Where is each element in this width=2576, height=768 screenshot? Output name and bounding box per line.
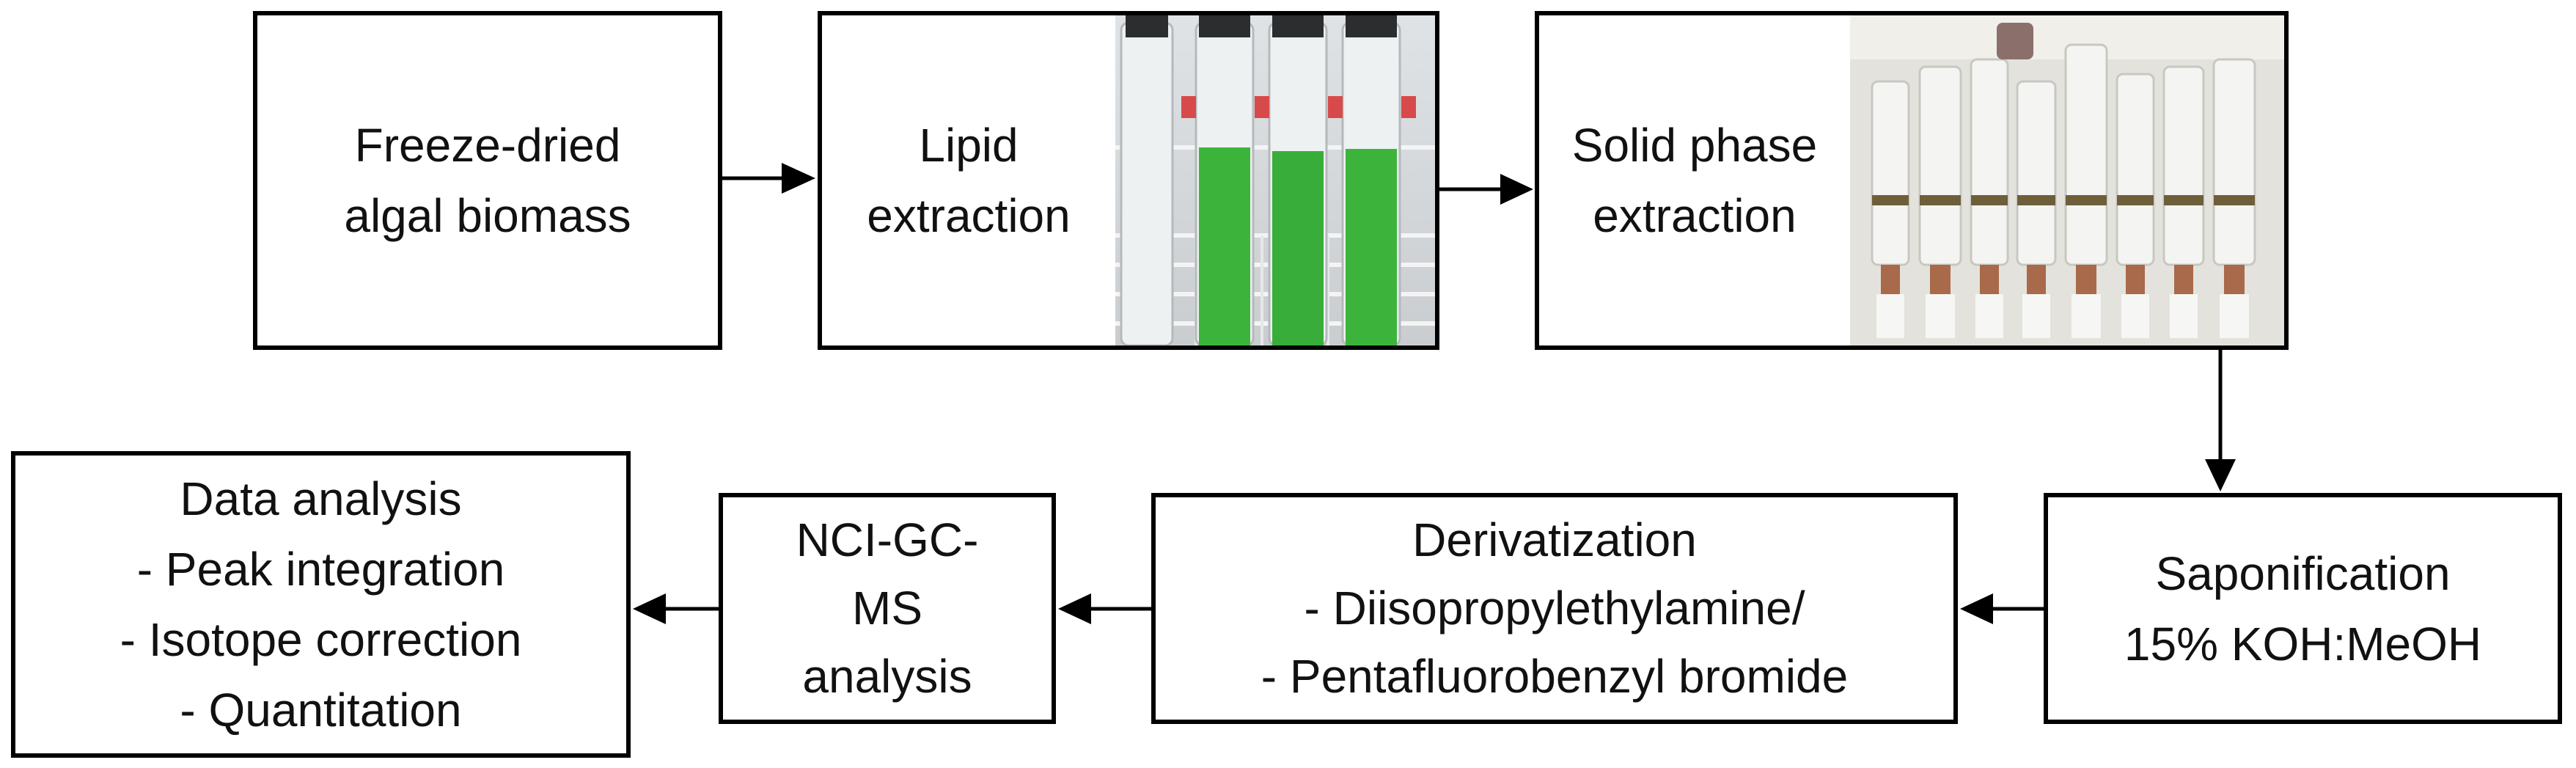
step-solid-phase-extraction: Solid phase extraction [1535,11,2289,350]
step-saponification: Saponification 15% KOH:MeOH [2044,493,2562,724]
step-lipid-line1: Lipid [919,119,1019,172]
step-derivatization-item1: - Diisopropylethylamine/ [1304,582,1805,635]
step-data-analysis-title: Data analysis [180,472,462,525]
arrow-spe-to-saponification [2205,350,2236,491]
spe-cartridge [2064,43,2108,338]
test-tube-green-2 [1268,15,1328,345]
step-freeze-dried-biomass: Freeze-dried algal biomass [253,11,722,350]
step-ncigcms-line2: MS [852,582,922,635]
step-data-analysis-item2: - Isotope correction [120,613,522,666]
step-derivatization-title: Derivatization [1412,513,1697,567]
step-lipid-extraction: Lipid extraction [818,11,1439,350]
step-data-analysis-item1: - Peak integration [136,543,505,596]
spe-cartridge [1918,65,1962,338]
step-lipid-line2: extraction [867,189,1071,242]
step-data-analysis-item3: - Quantitation [180,684,462,736]
lipid-extraction-photo [1115,15,1435,345]
step-freeze-dried-line1: Freeze-dried [354,119,621,172]
spe-cartridge [2116,73,2155,338]
step-spe-line1: Solid phase [1571,119,1818,172]
step-saponification-line2: 15% KOH:MeOH [2124,617,2482,670]
step-saponification-line1: Saponification [2155,546,2451,600]
arrow-ncigcms-to-data-analysis [633,593,719,624]
step-data-analysis: Data analysis - Peak integration - Isoto… [11,451,631,758]
step-derivatization: Derivatization - Diisopropylethylamine/ … [1151,493,1958,724]
step-ncigcms-line1: NCI-GC- [796,513,979,567]
arrow-saponification-to-derivatization [1960,593,2044,624]
step-ncigcms-line3: analysis [802,649,972,703]
test-tube-clear [1120,15,1174,345]
step-freeze-dried-line2: algal biomass [344,189,631,242]
step-derivatization-item2: - Pentafluorobenzyl bromide [1261,649,1849,703]
test-tube-green-1 [1195,15,1255,345]
step-ncigcms-analysis: NCI-GC- MS analysis [719,493,1056,724]
spe-cartridge [2016,80,2057,338]
arrow-lipid-to-spe [1439,174,1533,205]
spe-cartridge [2212,58,2256,338]
spe-cartridge [2162,65,2205,338]
spe-cartridge [1871,80,1910,338]
spe-cartridge [1970,58,2009,338]
step-spe-line2: extraction [1593,189,1797,242]
arrow-freeze-to-lipid [722,163,815,194]
test-tube-green-3 [1341,15,1401,345]
arrow-derivatization-to-ncigcms [1058,593,1151,624]
spe-cartridges-photo [1850,15,2284,345]
